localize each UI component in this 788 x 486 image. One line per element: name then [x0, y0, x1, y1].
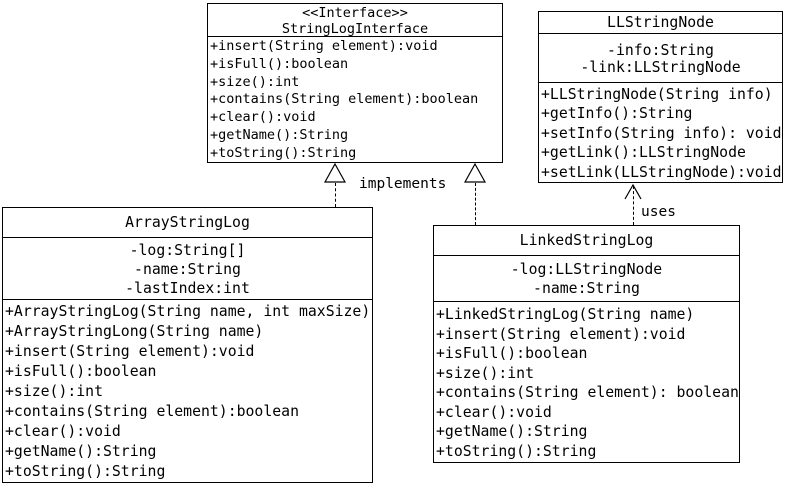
method-label: +isFull():boolean: [436, 345, 588, 362]
method-label: +isFull():boolean: [5, 363, 157, 380]
class-box-stringloginterface: <<Interface>> StringLogInterface +insert…: [207, 3, 503, 163]
attribute-label: -name:String: [134, 261, 241, 278]
implements-label: implements: [359, 176, 447, 192]
realization-connector-arraystringlog: [335, 183, 336, 207]
attribute-label: -link:LLStringNode: [580, 59, 741, 76]
class-title-compartment: <<Interface>> StringLogInterface: [208, 4, 502, 37]
method-label: +clear():void: [210, 109, 316, 126]
attributes-compartment: -log:LLStringNode -name:String: [434, 255, 739, 301]
class-name: LLStringNode: [607, 14, 714, 31]
attributes-compartment: -log:String[] -name:String -lastIndex:int: [3, 237, 372, 299]
method-label: +contains(String element):boolean: [210, 91, 479, 108]
method-label: +insert(String element):void: [210, 38, 438, 54]
method-label: +size():int: [436, 364, 534, 382]
method-label: +insert(String element):void: [5, 343, 255, 360]
dependency-open-arrowhead-icon: [624, 184, 642, 200]
class-title-compartment: ArrayStringLog: [3, 208, 372, 237]
method-label: +LLStringNode(String info): [541, 85, 773, 103]
dependency-connector-uses: [633, 186, 634, 225]
method-label: +contains(String element):boolean: [5, 403, 299, 420]
class-name: StringLogInterface: [281, 21, 429, 37]
method-label: +setInfo(String info): void: [541, 124, 782, 142]
methods-compartment: +LinkedStringLog(String name) +insert(Str…: [434, 301, 739, 462]
class-box-llstringnode: LLStringNode -info:String-link:LLStringN…: [538, 11, 783, 183]
method-label: +contains(String element): boolean: [436, 384, 739, 401]
method-label: +toString():String: [5, 463, 166, 480]
method-label: +size():int: [210, 73, 300, 90]
uses-label: uses: [641, 204, 676, 220]
class-name: LinkedStringLog: [519, 232, 654, 249]
attribute-label: -name:String: [533, 280, 640, 297]
method-label: +size():int: [5, 383, 103, 400]
methods-compartment: +ArrayStringLog(String name, int maxSize…: [3, 299, 372, 482]
class-name: ArrayStringLog: [125, 214, 250, 231]
class-stereotype: <<Interface>>: [302, 5, 408, 21]
realization-triangle-icon: [324, 163, 346, 183]
method-label: +clear():void: [436, 403, 552, 421]
method-label: +getInfo():String: [541, 105, 693, 123]
class-box-linkedstringlog: LinkedStringLog -log:LLStringNode -name:S…: [433, 225, 740, 463]
method-label: +ArrayStringLong(String name): [5, 323, 264, 340]
method-label: +toString():String: [210, 144, 357, 161]
realization-connector-linkedstringlog: [475, 183, 476, 225]
method-label: +clear():void: [5, 423, 121, 440]
method-label: +ArrayStringLog(String name, int maxSize…: [5, 303, 371, 320]
methods-compartment: +LLStringNode(String info) +getInfo():Str…: [539, 81, 782, 182]
method-label: +getName():String: [210, 126, 349, 143]
method-label: +isFull():boolean: [210, 55, 349, 72]
method-label: +LinkedStringLog(String name): [436, 306, 695, 323]
method-label: +getName():String: [5, 443, 157, 460]
realization-triangle-icon: [464, 163, 486, 183]
attributes-compartment: -info:String-link:LLStringNode: [539, 33, 782, 82]
method-label: +toString():String: [436, 442, 597, 460]
method-label: +setLink(LLStringNode):void: [541, 163, 782, 181]
class-box-arraystringlog: ArrayStringLog -log:String[] -name:String…: [2, 207, 373, 483]
class-title-compartment: LinkedStringLog: [434, 226, 739, 255]
attribute-label: -info:String: [607, 42, 714, 59]
methods-compartment: +insert(String element):void+isFull():bo…: [208, 36, 502, 163]
class-title-compartment: LLStringNode: [539, 12, 782, 33]
method-label: +insert(String element):void: [436, 325, 686, 343]
method-label: +getLink():LLStringNode: [541, 144, 746, 162]
attribute-label: -log:LLStringNode: [510, 261, 663, 278]
method-label: +getName():String: [436, 423, 588, 440]
attribute-label: -lastIndex:int: [125, 280, 250, 297]
attribute-label: -log:String[]: [129, 242, 246, 259]
